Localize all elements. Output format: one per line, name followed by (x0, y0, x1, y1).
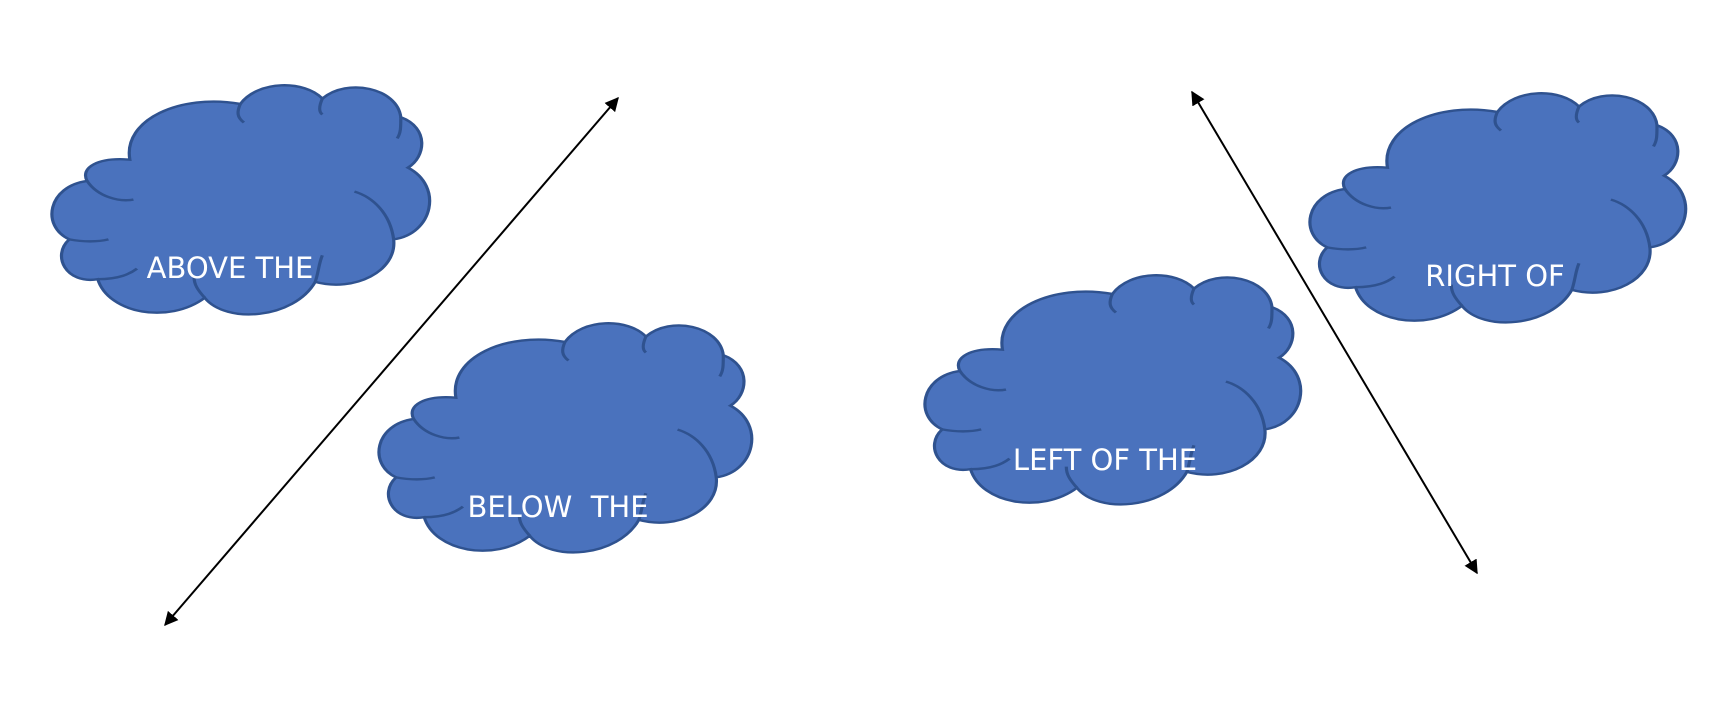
cloud-right-of-the-line-crease (1449, 284, 1464, 307)
cloud-below-the-line-crease (676, 428, 718, 478)
cloud-label-left-line2: LINE (1072, 575, 1138, 609)
cloud-below-the-line-crease (641, 336, 648, 354)
cloud-right-of-the-line-crease (1326, 246, 1367, 251)
cloud-above-the-line-crease (353, 190, 396, 240)
cloud-right-of-the-line-crease (1610, 198, 1652, 248)
cloud-left-of-the-line-crease (970, 457, 1011, 471)
cloud-above-the-line-crease (236, 103, 246, 124)
cloud-left-of-the-line-crease (1266, 307, 1274, 329)
cloud-right-of-the-line-crease (1574, 106, 1581, 124)
cloud-label-below-line2: LINE (525, 622, 591, 656)
cloud-below-the-line-crease (424, 505, 465, 519)
cloud-left-of-the-line-crease (1189, 288, 1196, 306)
cloud-left-of-the-line-crease (958, 370, 1007, 392)
cloud-above-the-line[interactable] (50, 84, 432, 316)
cloud-above-the-line-crease (313, 254, 324, 283)
cloud-below-the-line-crease (395, 476, 436, 481)
diagram-canvas (50, 84, 1688, 627)
cloud-above-the-line-crease (85, 180, 134, 202)
cloud-left-of-the-line-crease (1185, 444, 1196, 473)
cloud-label-right-line1: RIGHT OF (1425, 259, 1565, 293)
cloud-right-of-the-line-crease (1343, 188, 1392, 210)
cloud-left-of-the-line-crease (1064, 466, 1079, 489)
cloud-left-of-the-line[interactable] (923, 274, 1303, 506)
cloud-right-of-the-line[interactable] (1308, 92, 1688, 324)
cloud-right-of-the-line-crease (1355, 275, 1396, 289)
cloud-above-the-line-crease (395, 117, 403, 139)
cloud-right-of-the-line-crease (1570, 262, 1581, 291)
cloud-below-the-line-crease (718, 355, 725, 377)
cloud-label-left: LEFT OF THE LINE (1000, 350, 1210, 658)
cloud-label-below: BELOW THE LINE (448, 397, 668, 705)
diagonal-falling-line[interactable] (1191, 90, 1478, 575)
cloud-right-of-the-line-shape (1308, 92, 1688, 324)
cloud-label-above: ABOVE THE LINE (125, 158, 335, 466)
cloud-left-of-the-line-crease (1225, 380, 1267, 430)
cloud-above-the-line-shape (50, 84, 432, 316)
cloud-label-below-line1: BELOW THE (467, 490, 649, 524)
cloud-above-the-line-crease (318, 98, 324, 116)
cloud-left-of-the-line-shape (923, 274, 1303, 506)
cloud-below-the-line-shape (377, 322, 754, 554)
cloud-below-the-line-crease (517, 514, 532, 537)
cloud-label-above-line1: ABOVE THE (146, 251, 314, 285)
cloud-left-of-the-line-crease (1108, 293, 1118, 314)
cloud-right-of-the-line-crease (1493, 111, 1503, 132)
cloud-label-left-line1: LEFT OF THE (1012, 443, 1198, 477)
cloud-below-the-line-crease (561, 341, 570, 362)
cloud-below-the-line-crease (637, 492, 648, 521)
cloud-left-of-the-line-crease (941, 428, 982, 433)
cloud-below-the-line-crease (412, 418, 460, 440)
diagonal-rising-line[interactable] (164, 96, 619, 627)
cloud-label-above-line2: LINE (197, 383, 263, 417)
cloud-right-of-the-line-crease (1651, 125, 1659, 147)
cloud-above-the-line-crease (192, 276, 207, 299)
cloud-label-right-line2: THE LINE (1429, 391, 1561, 425)
cloud-above-the-line-crease (68, 238, 109, 243)
cloud-label-right: RIGHT OF THE LINE (1395, 166, 1595, 474)
cloud-layer (50, 84, 1688, 554)
cloud-above-the-line-crease (97, 267, 139, 281)
cloud-below-the-line[interactable] (377, 322, 754, 554)
